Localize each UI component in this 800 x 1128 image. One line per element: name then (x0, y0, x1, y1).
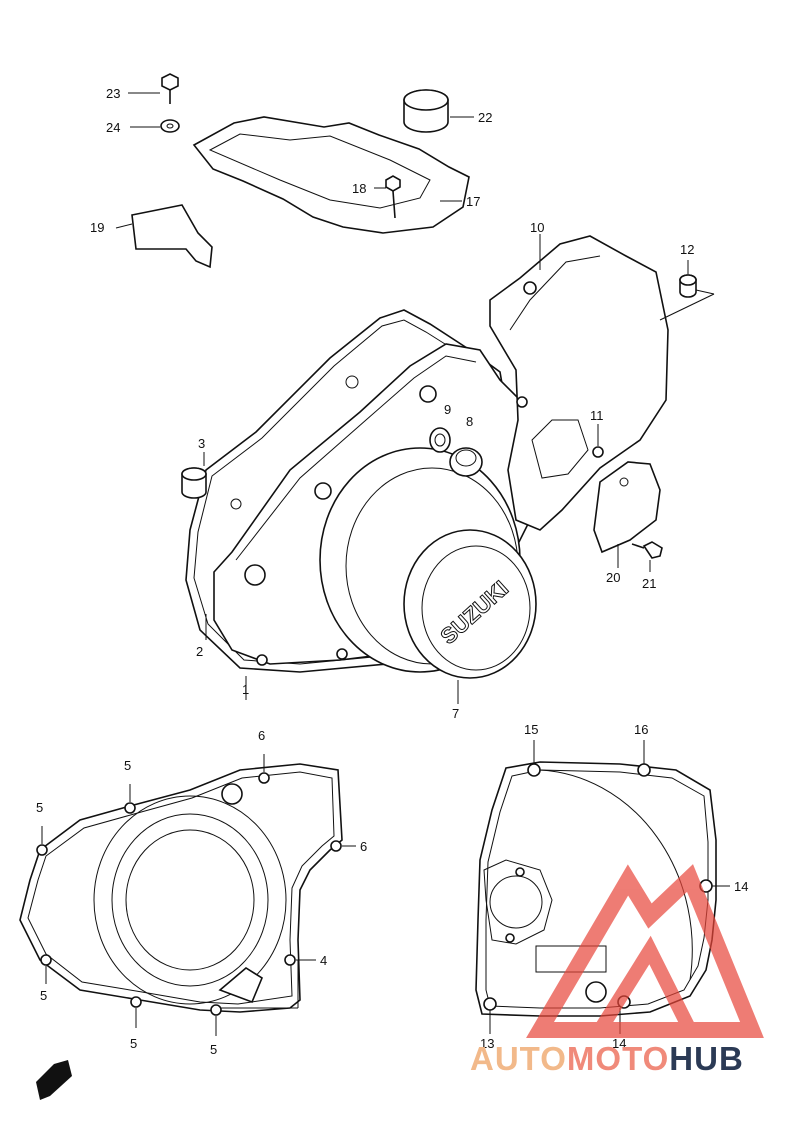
direction-arrow-icon (36, 1060, 72, 1100)
gasket-view-left (19, 754, 356, 1036)
filler-plug-8 (449, 447, 483, 477)
label-18: 18 (352, 181, 366, 196)
label-14-bottom: 14 (612, 1036, 626, 1051)
cover-plate-17 (192, 116, 470, 234)
watermark-hub: HUB (669, 1040, 744, 1077)
sprocket-cover-10 (489, 234, 669, 531)
label-24: 24 (106, 120, 120, 135)
label-10: 10 (530, 220, 544, 235)
watermark-text: AUTOMOTOHUB (470, 1040, 800, 1080)
screw-21 (631, 541, 663, 572)
label-19: 19 (90, 220, 104, 235)
label-3: 3 (198, 436, 205, 451)
label-5-top: 5 (124, 758, 131, 773)
label-5-bottom-left: 5 (40, 988, 47, 1003)
label-15: 15 (524, 722, 538, 737)
label-12: 12 (680, 242, 694, 257)
label-9: 9 (444, 402, 451, 417)
label-2: 2 (196, 644, 203, 659)
bolt-23 (128, 73, 179, 104)
label-5-bottom-right: 5 (210, 1042, 217, 1057)
label-17: 17 (466, 194, 480, 209)
label-6-right: 6 (360, 839, 367, 854)
label-7: 7 (452, 706, 459, 721)
label-1: 1 (242, 682, 249, 697)
label-21: 21 (642, 576, 656, 591)
label-22: 22 (478, 110, 492, 125)
dowel-pin-3 (181, 452, 207, 499)
label-5-bottom-mid: 5 (130, 1036, 137, 1051)
washer-24 (130, 119, 180, 133)
label-14-right: 14 (734, 879, 748, 894)
label-13: 13 (480, 1036, 494, 1051)
label-4: 4 (320, 953, 327, 968)
label-6-top: 6 (258, 728, 265, 743)
label-16: 16 (634, 722, 648, 737)
suzuki-emblem-cap-7: SUZUKI (403, 529, 537, 704)
label-5-left: 5 (36, 800, 43, 815)
label-23: 23 (106, 86, 120, 101)
watermark-auto: AUTO (470, 1040, 567, 1077)
label-11: 11 (590, 408, 604, 423)
bracket-19 (115, 204, 213, 269)
label-8: 8 (466, 414, 473, 429)
oil-seal-9 (429, 427, 451, 453)
collar-12 (659, 260, 715, 321)
inspection-cover-20 (593, 461, 661, 568)
screw-11 (592, 424, 604, 458)
watermark-logo-icon (526, 864, 764, 1038)
watermark-moto: MOTO (566, 1040, 670, 1077)
cap-22 (403, 89, 474, 133)
label-20: 20 (606, 570, 620, 585)
bolt-18 (374, 175, 401, 219)
